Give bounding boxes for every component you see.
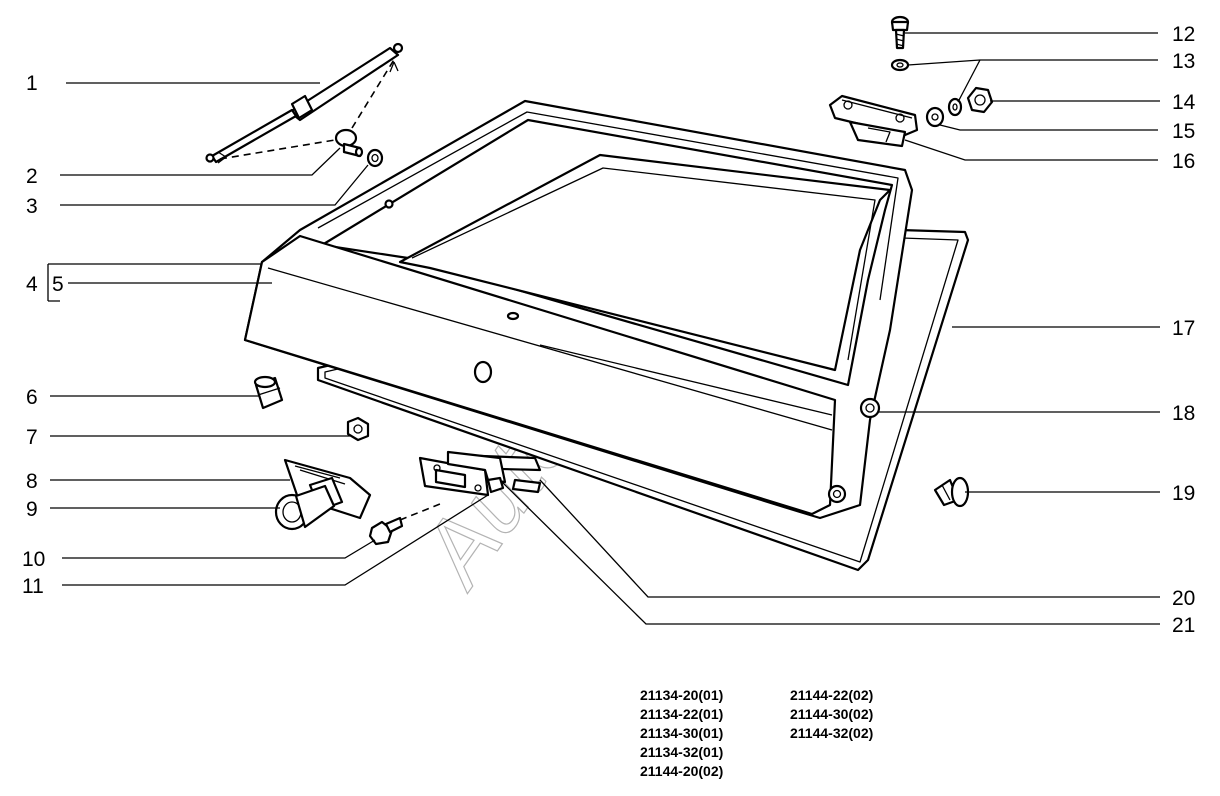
model-code: [790, 743, 940, 761]
model-code: 21134-30(01): [640, 725, 724, 741]
callout-21: 21: [1172, 614, 1195, 637]
leader-20: [539, 479, 1160, 598]
model-code: 21144-20(02): [640, 763, 724, 779]
model-codes: 21134-20(01) 21144-22(02) 21134-22(01) 2…: [640, 686, 940, 780]
model-code: 21134-20(01): [640, 687, 724, 703]
nut: [346, 416, 370, 442]
leader-lines: [47, 32, 1160, 625]
ball-stud: [334, 128, 364, 158]
callout-5: 5: [52, 273, 64, 296]
spring-washer: [890, 58, 910, 72]
callout-6: 6: [26, 386, 38, 409]
model-code: 21134-22(01): [640, 706, 724, 722]
callout-3: 3: [26, 195, 38, 218]
callout-8: 8: [26, 470, 38, 493]
callout-20: 20: [1172, 587, 1195, 610]
bolt: [368, 503, 441, 546]
callout-9: 9: [26, 498, 38, 521]
model-code: 21144-30(02): [790, 706, 874, 722]
callout-1: 1: [26, 72, 38, 95]
leader-10: [62, 539, 376, 559]
callout-16: 16: [1172, 150, 1195, 173]
tailgate-door: [243, 99, 914, 520]
callout-2: 2: [26, 165, 38, 188]
leader-11: [62, 494, 489, 586]
gas-strut: [205, 42, 404, 164]
rubber-bumper: [253, 375, 284, 410]
leader-21: [499, 479, 1160, 625]
callout-12: 12: [1172, 23, 1195, 46]
hinge: [828, 94, 919, 148]
screw: [890, 15, 910, 50]
leader-2: [60, 147, 341, 176]
callout-numbers: 1 2 3 4 5 6 7 8 9 10 11 12 13 14 15 16 1…: [22, 23, 1196, 637]
leader-16: [904, 139, 1158, 161]
model-code: 21144-32(02): [790, 725, 874, 741]
tailgate-lock: [418, 450, 507, 497]
washer: [366, 148, 384, 168]
callout-18: 18: [1172, 402, 1195, 425]
leader-3: [60, 164, 369, 206]
callout-7: 7: [26, 426, 38, 449]
callout-10: 10: [22, 548, 45, 571]
flat-washer: [925, 106, 945, 128]
leader-13: [907, 59, 1158, 103]
callout-4: 4: [26, 273, 38, 296]
model-code: 21134-32(01): [640, 744, 724, 760]
callout-13: 13: [1172, 50, 1195, 73]
leader-4-bracket: [47, 263, 262, 302]
callout-19: 19: [1172, 482, 1195, 505]
plastic-clip: [933, 476, 970, 508]
callout-15: 15: [1172, 120, 1195, 143]
spring-washer-2: [947, 97, 963, 117]
leader-15: [939, 124, 1158, 131]
lock-cylinder: [274, 484, 336, 531]
cap-nut: [966, 86, 994, 114]
callout-17: 17: [1172, 317, 1195, 340]
model-code: 21144-22(02): [790, 687, 874, 703]
callout-14: 14: [1172, 91, 1196, 114]
callout-11: 11: [22, 575, 44, 598]
